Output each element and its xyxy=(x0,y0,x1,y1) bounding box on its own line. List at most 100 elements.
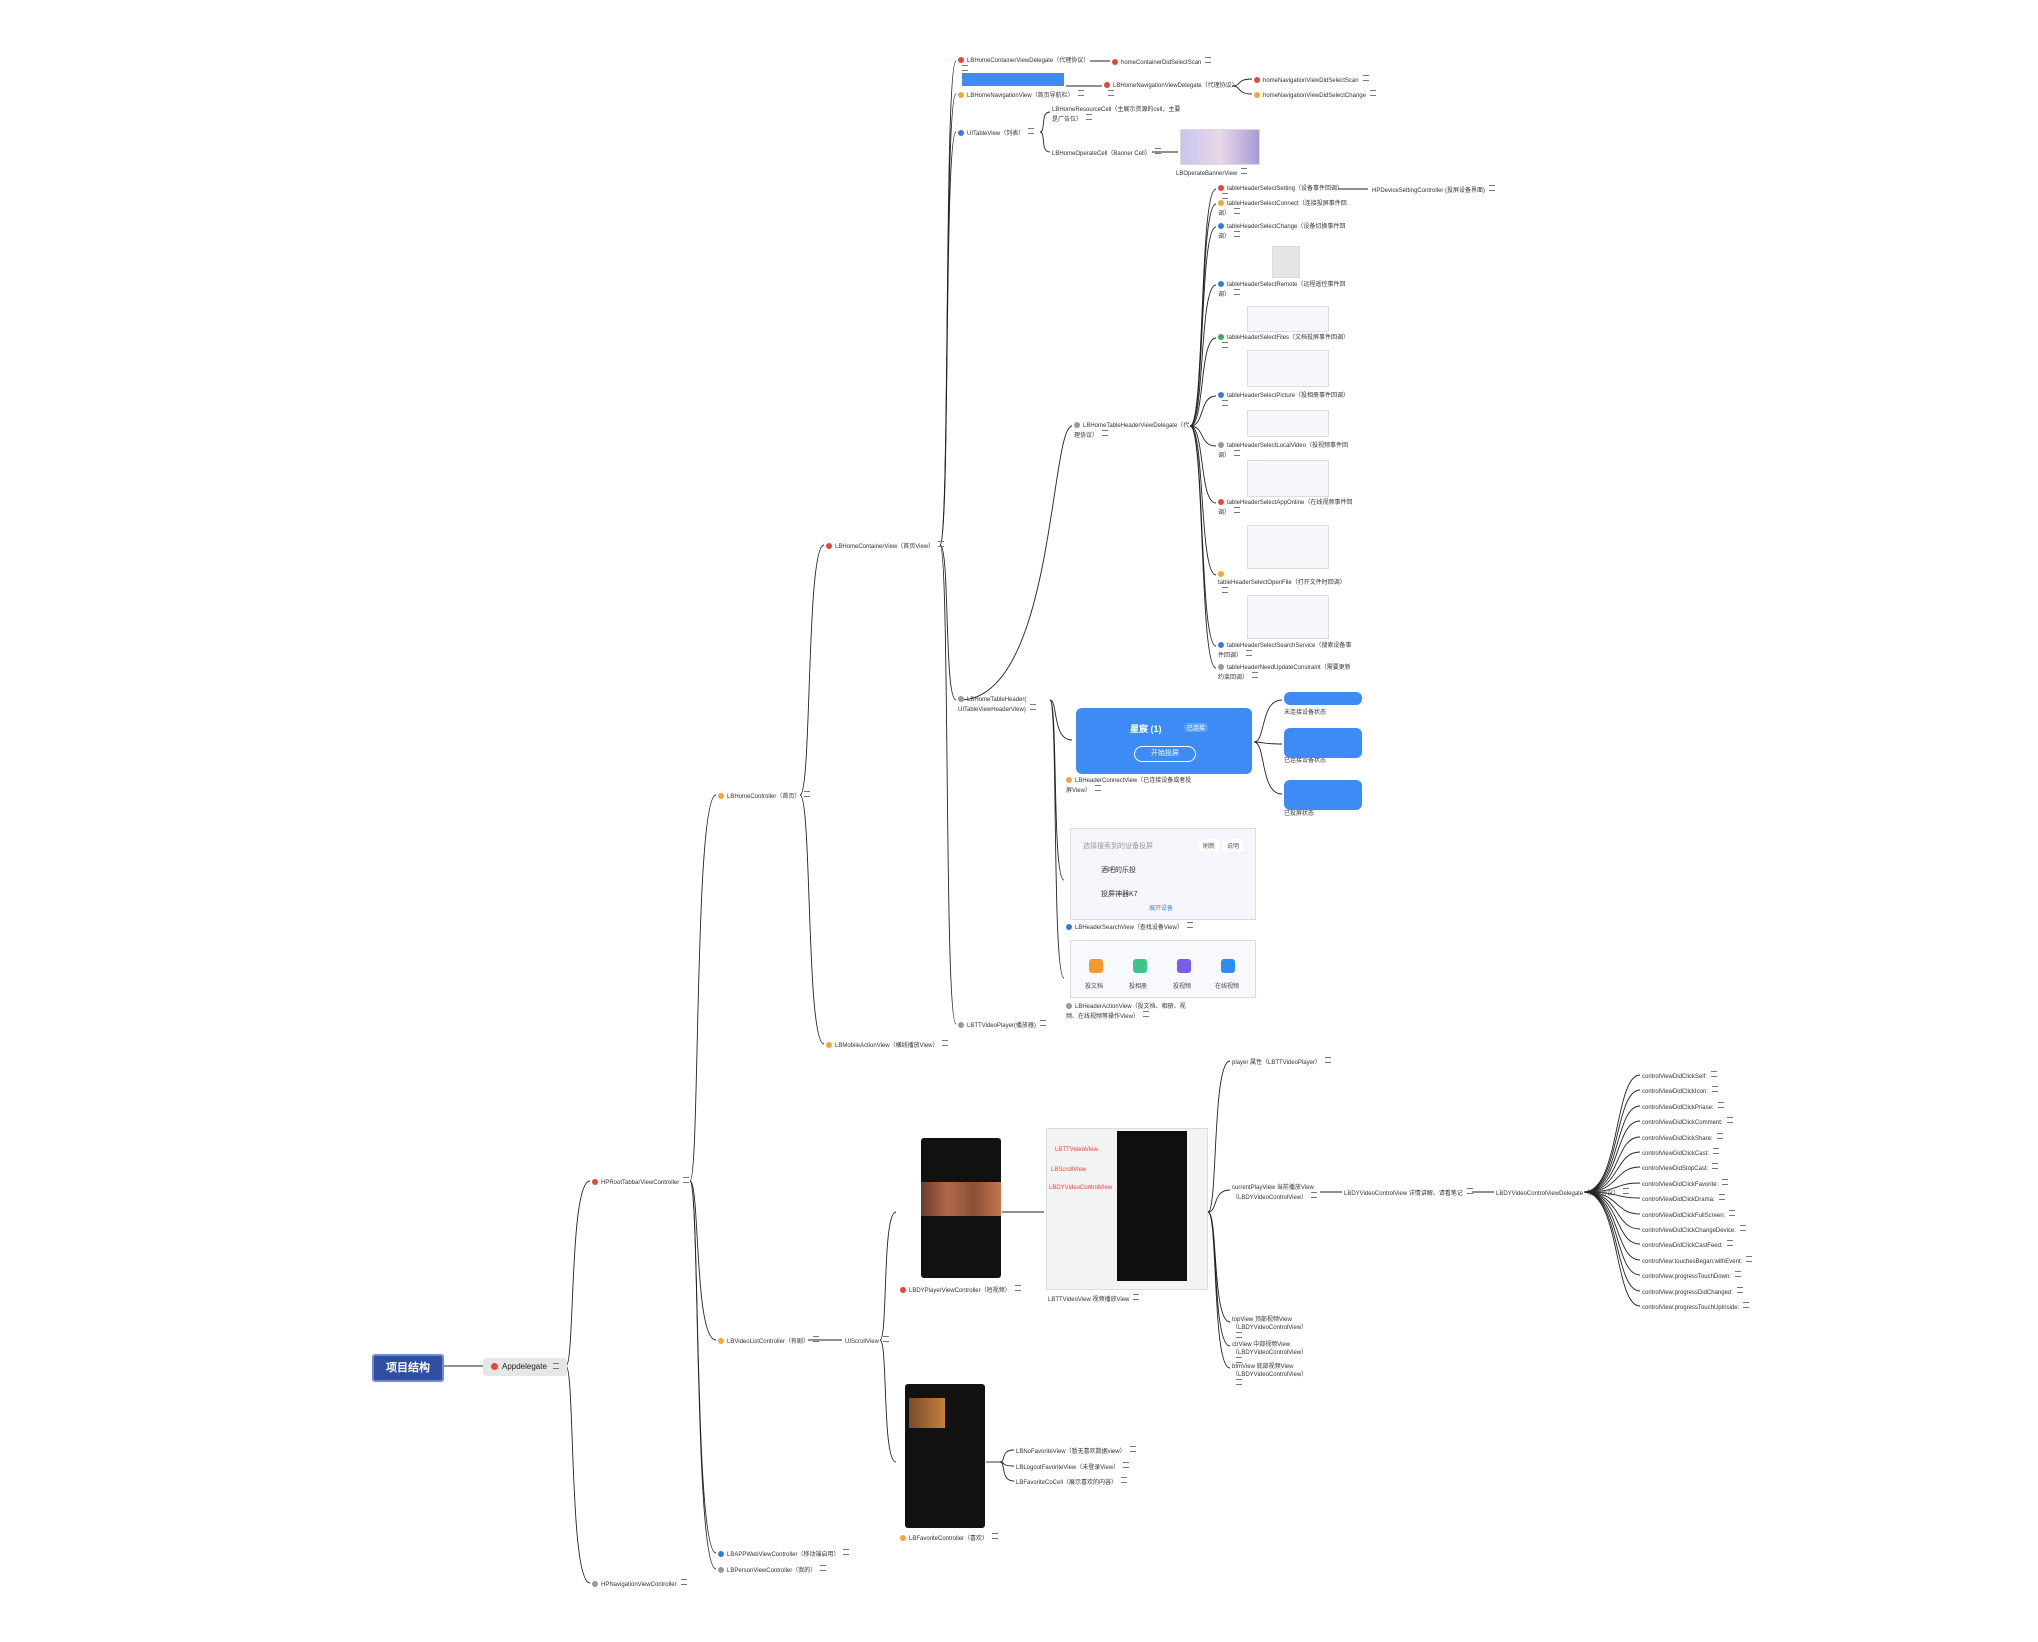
appdelegate-label: Appdelegate xyxy=(502,1362,547,1371)
operate-banner-view[interactable]: LBOperateBannerView xyxy=(1176,168,1248,178)
control-delegate-method[interactable]: controlViewDidClickIcon: xyxy=(1642,1086,1718,1096)
header-delegate-method[interactable]: tableHeaderNeedUpdateConstraint（需要更新约束回调… xyxy=(1218,664,1353,682)
topic-label: LBDYVideoControlViewDelegate（代理协议） xyxy=(1496,1191,1620,1197)
control-delegate-method[interactable]: controlViewDidClickFavorite: xyxy=(1642,1179,1729,1189)
navigation-controller[interactable]: HPNavigationViewController xyxy=(592,1579,687,1589)
player-property[interactable]: player 属性（LBTTVideoPlayer） xyxy=(1232,1057,1331,1067)
favorite-child[interactable]: LBNoFavoriteView（暂无喜欢数据view） xyxy=(1016,1446,1136,1456)
note-icon xyxy=(1236,1357,1242,1363)
control-delegate-method[interactable]: controlViewDidClickCastFeed: xyxy=(1642,1240,1733,1250)
control-delegate-method[interactable]: controlViewDidClickPriase: xyxy=(1642,1102,1724,1112)
favorite-controller[interactable]: LBFavoriteController（喜欢） xyxy=(900,1533,999,1543)
header-delegate-method[interactable]: tableHeaderSelectFiles（文档投屏事件回调） xyxy=(1218,334,1353,352)
control-delegate-method[interactable]: controlViewDidClickDrama: xyxy=(1642,1194,1725,1204)
help-button[interactable]: 说明 xyxy=(1223,839,1244,852)
scroll-view[interactable]: UIScrollView xyxy=(845,1336,889,1346)
priority-icon xyxy=(1254,92,1260,98)
priority-icon xyxy=(958,130,964,136)
table-header-view[interactable]: LBHomeTableHeader( UITableViewHeaderView… xyxy=(958,696,1048,714)
topic-label: LBHomeResourceCell（主展示资源的cell，主要是广告位） xyxy=(1052,107,1181,123)
connector-line xyxy=(1583,1120,1641,1193)
favorite-child[interactable]: LBLogoutFavoriteView（未登录View） xyxy=(1016,1462,1130,1472)
mobile-action-view[interactable]: LBMobileActionView（横线播放View） xyxy=(826,1040,949,1050)
videolist-controller[interactable]: LBVideoListController（有剧） xyxy=(718,1336,819,1346)
control-delegate-method[interactable]: controlViewDidClickSelf: xyxy=(1642,1071,1717,1081)
control-delegate-method[interactable]: controlViewDidStopCast: xyxy=(1642,1163,1719,1173)
tt-video-player[interactable]: LBTTVideoPlayer(播放器) xyxy=(958,1020,1046,1030)
navigation-view-delegate[interactable]: LBHomeNavigationViewDelegate（代理协议） xyxy=(1104,82,1244,100)
connector-line xyxy=(799,794,825,1045)
header-search-view[interactable]: LBHeaderSearchView（查找设备View） xyxy=(1066,922,1193,932)
tt-video-view[interactable]: LBTTVideoView 视频播放View xyxy=(1048,1294,1140,1304)
openfile-thumbnail xyxy=(1247,525,1329,569)
control-delegate-method[interactable]: controlView:touchesBegan:withEvent: xyxy=(1642,1256,1753,1266)
control-delegate-method[interactable]: controlViewDidClickShare: xyxy=(1642,1133,1723,1143)
header-delegate-method[interactable]: tableHeaderSelectPicture（投相册事件回调） xyxy=(1218,392,1353,410)
dy-player-controller[interactable]: LBDYPlayerViewController（短视频） xyxy=(900,1285,1021,1295)
root-topic[interactable]: 项目结构 xyxy=(372,1354,444,1382)
control-view[interactable]: LBDYVideoControlView 详情讲解、请看笔记 xyxy=(1344,1188,1473,1198)
appdelegate-topic[interactable]: Appdelegate xyxy=(483,1358,567,1376)
header-connect-view[interactable]: LBHeaderConnectView（已连接设备或者投屏View） xyxy=(1066,777,1196,795)
container-delegate[interactable]: LBHomeContainerViewDelegate（代理协议） xyxy=(958,57,1098,75)
control-delegate-method[interactable]: controlViewDidClickFullScreen: xyxy=(1642,1210,1736,1220)
btm-view[interactable]: btmView 底部视频View（LBDYVideoControlView） xyxy=(1232,1363,1317,1389)
note-icon xyxy=(1623,1188,1630,1194)
topic-label: LBFavoriteController（喜欢） xyxy=(909,1536,989,1542)
search-card: 选择搜索到的设备投屏 刷新 说明 酒吧的乐投 投屏神器K7 展开设备 xyxy=(1070,828,1256,920)
header-delegate-method[interactable]: tableHeaderSelectAppOnline（在线视频事件回调） xyxy=(1218,499,1353,517)
ctr-view[interactable]: ctrView 中部视频View（LBDYVideoControlView） xyxy=(1232,1341,1317,1367)
table-header-delegate[interactable]: LBHomeTableHeaderViewDelegate（代理协议） xyxy=(1074,422,1194,440)
priority-icon xyxy=(900,1535,906,1541)
home-controller[interactable]: LBHomeController（首页） xyxy=(718,791,811,801)
container-did-select-scan[interactable]: homeContainerDidSelectScan xyxy=(1112,57,1212,67)
control-delegate-method[interactable]: controlViewDidClickChangeDevice: xyxy=(1642,1225,1746,1235)
navigation-did-select-change[interactable]: homeNavigationViewDidSelectChange xyxy=(1254,90,1376,100)
expand-devices-link[interactable]: 展开设备 xyxy=(1149,906,1174,912)
appweb-controller[interactable]: LBAPPWebViewController（移动端启用） xyxy=(718,1549,850,1559)
header-delegate-method[interactable]: tableHeaderSelectOpenFile（打开文件时回调） xyxy=(1218,571,1353,597)
device-setting-controller[interactable]: HPDeviceSettingController (投屏设备界面) xyxy=(1372,185,1496,195)
refresh-button[interactable]: 刷新 xyxy=(1199,839,1220,852)
resource-cell[interactable]: LBHomeResourceCell（主展示资源的cell，主要是广告位） xyxy=(1052,106,1182,124)
operate-cell[interactable]: LBHomeOperateCell（Banner Cell） xyxy=(1052,148,1161,158)
top-view[interactable]: topView 顶部视频View（LBDYVideoControlView） xyxy=(1232,1316,1317,1342)
header-action-view[interactable]: LBHeaderActionView（投文档、相册、视频、在线视频等操作View… xyxy=(1066,1003,1196,1021)
header-delegate-method[interactable]: tableHeaderSelectLocalVideo（投视频事件回调） xyxy=(1218,442,1353,460)
control-delegate-method[interactable]: controlView:progressDidChanged: xyxy=(1642,1287,1743,1297)
control-view-delegate[interactable]: LBDYVideoControlViewDelegate（代理协议） xyxy=(1496,1188,1630,1198)
control-delegate-method[interactable]: controlViewDidClickCast: xyxy=(1642,1148,1719,1158)
device-item[interactable]: 酒吧的乐投 xyxy=(1101,867,1136,874)
topic-label: controlViewDidClickComment: xyxy=(1642,1120,1723,1126)
root-tabbar-controller[interactable]: HPRootTabbarViewController xyxy=(592,1177,690,1187)
header-delegate-method[interactable]: tableHeaderSelectRemote（远程遥控事件回调） xyxy=(1218,281,1353,299)
header-delegate-method[interactable]: tableHeaderSelectSetting（设备事件回调） xyxy=(1218,185,1353,203)
note-icon xyxy=(1234,289,1241,295)
control-delegate-method[interactable]: controlViewDidClickComment: xyxy=(1642,1117,1733,1127)
state-unconnected-thumbnail xyxy=(1284,692,1362,705)
table-view[interactable]: UITableView（列表） xyxy=(958,128,1035,138)
connect-card-button[interactable]: 开始投屏 xyxy=(1134,746,1196,762)
home-container-view[interactable]: LBHomeContainerView（首页View） xyxy=(826,541,945,551)
note-icon xyxy=(1222,587,1228,593)
header-delegate-method[interactable]: tableHeaderSelectConnect（连接投屏事件回调） xyxy=(1218,200,1353,218)
topic-label: LBDYVideoControlView 详情讲解、请看笔记 xyxy=(1344,1191,1463,1197)
priority-icon xyxy=(958,1022,964,1028)
person-controller[interactable]: LBPersonViewController（我的） xyxy=(718,1565,827,1575)
topic-label: LBMobileActionView（横线播放View） xyxy=(835,1043,939,1049)
favorite-child[interactable]: LBFavoriteCoCell（展示喜欢的内容） xyxy=(1016,1477,1128,1487)
topic-label: LBNoFavoriteView（暂无喜欢数据view） xyxy=(1016,1449,1126,1455)
connector-line xyxy=(1583,1136,1641,1193)
current-play-view[interactable]: currentPlayView 当前播放View（LBDYVideoContro… xyxy=(1232,1184,1327,1202)
control-delegate-method[interactable]: controlView:progressTouchDown: xyxy=(1642,1271,1741,1281)
device-item[interactable]: 投屏神器K7 xyxy=(1101,891,1138,898)
connect-card: 星宸 (1) 已连接 开始投屏 xyxy=(1076,708,1252,774)
header-delegate-method[interactable]: tableHeaderSelectSearchService（搜索设备事件回调） xyxy=(1218,642,1353,660)
navigation-did-select-scan[interactable]: homeNavigationViewDidSelectScan xyxy=(1254,75,1369,85)
priority-icon xyxy=(718,1567,724,1573)
connector-line xyxy=(1583,1089,1641,1193)
topic-label: btmView 底部视频View（LBDYVideoControlView） xyxy=(1232,1364,1308,1378)
control-delegate-method[interactable]: controlView:progressTouchUpInside: xyxy=(1642,1302,1750,1312)
home-navigation-view[interactable]: LBHomeNavigationView（首页导航栏） xyxy=(958,90,1084,100)
header-delegate-method[interactable]: tableHeaderSelectChange（设备切换事件回调） xyxy=(1218,223,1353,241)
